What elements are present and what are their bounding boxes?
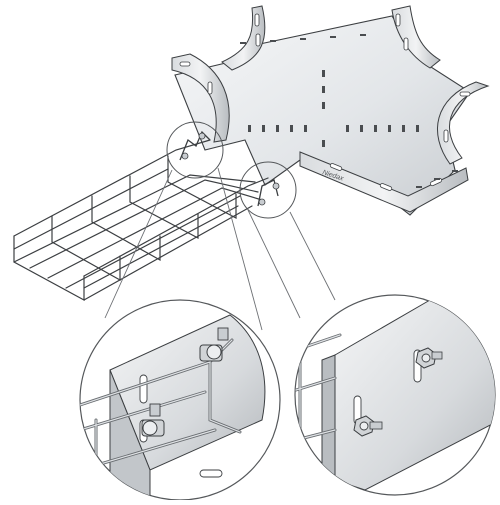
connector-highlight-left: [166, 121, 224, 179]
base-perforations: [240, 34, 458, 188]
front-right-wall: [299, 151, 469, 213]
right-arm-curved-wall: [436, 81, 490, 165]
top-arm-left-wall: [221, 5, 266, 71]
detail-view-left: [79, 299, 281, 501]
top-arm-right-wall: [391, 5, 441, 69]
wall-slots: [179, 13, 471, 191]
detail-view-right: [294, 294, 496, 496]
left-arm-curved-wall: [171, 53, 230, 143]
connector-highlight-right: [239, 161, 297, 219]
wire-mesh-tray: [13, 139, 269, 302]
cross-tray-piece: Niedax: [171, 5, 490, 216]
callout-lines: [104, 167, 336, 331]
